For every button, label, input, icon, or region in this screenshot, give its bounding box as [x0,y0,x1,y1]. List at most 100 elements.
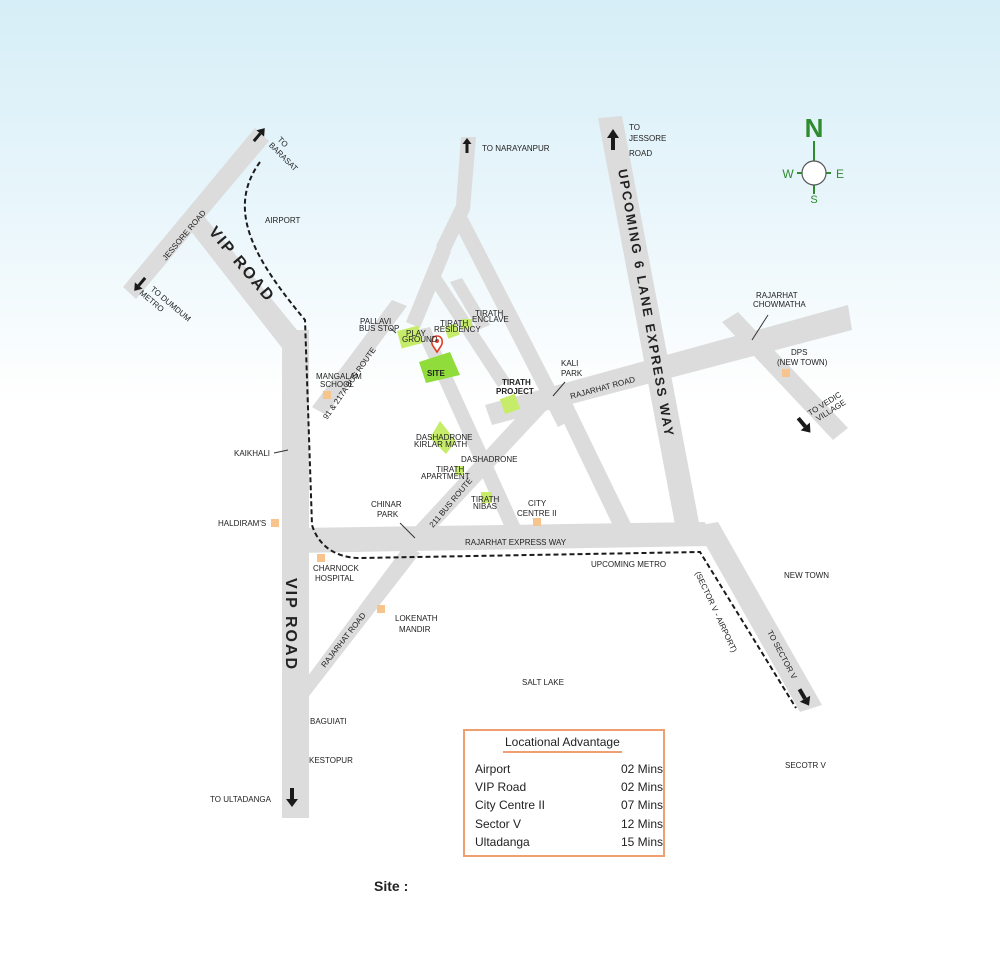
tirath-residency-1: TIRATH [440,319,469,328]
legend-time: 02 Mins [620,780,663,794]
legend-row: VIP Road 02 Mins [475,780,663,794]
rajarhat-expressway [295,522,712,553]
road-to-narayanpur [436,137,476,252]
legend-row: Airport 02 Mins [475,762,663,776]
charnock-2: HOSPITAL [315,574,355,583]
haldirams-marker [271,519,279,527]
charnock-1: CHARNOCK [313,564,359,573]
to-jessore-2: JESSORE [629,134,666,143]
chowmatha-leader [751,314,769,341]
tirath-residency-2: RESIDENCY [434,325,481,334]
chinar-park-1: CHINAR [371,500,402,509]
mangalam-marker [323,391,331,399]
leader-lines [273,314,769,539]
legend-time: 02 Mins [620,762,663,776]
legend-row: Sector V 12 Mins [475,817,663,831]
to-jessore-1: TO [629,123,640,132]
chowmatha-2: CHOWMATHA [753,300,806,309]
arrow-up-icon [252,128,265,143]
to-jessore-3: ROAD [629,149,652,158]
kali-park-2: PARK [561,369,583,378]
kali-park-1: KALI [561,359,578,368]
lokenath-2: MANDIR [399,625,431,634]
legend-row: City Centre II 07 Mins [475,798,663,812]
city-centre-1: CITY [528,499,547,508]
tirath-nibas-block [481,492,492,503]
metro-routes [243,161,797,709]
airport-label: AIRPORT [265,216,301,225]
dashadrone-kirlar-2: KIRLAR MATH [414,440,467,449]
site-label: SITE [427,369,445,378]
legend-place: Sector V [475,817,522,831]
new-town-label: NEW TOWN [784,571,829,580]
tirath-project-block [499,393,521,415]
compass-rose: N W E S [782,113,844,206]
road-211-bus [414,390,556,537]
kali-park-leader [552,381,566,397]
tirath-apartment-1: TIRATH [436,465,465,474]
pallavi-leader [389,327,397,334]
dashadrone-kirlar-1: DASHADRONE [416,433,472,442]
tirath-nibas-1: TIRATH [471,495,500,504]
pallavi-1: PALLAVI [360,317,391,326]
compass-north: N [805,113,824,143]
tirath-enclave-1: TIRATH [475,309,504,318]
mangalam-2: SCHOOL [320,380,354,389]
road-91-217a [312,300,407,415]
to-ultadanga-label: TO ULTADANGA [210,795,272,804]
dps-2: (NEW TOWN) [777,358,828,367]
arrow-down-icon [796,416,811,433]
arrow-down-icon [797,688,811,706]
compass-west: W [782,167,794,181]
compass-south: S [810,194,817,206]
arrow-down-icon [134,276,147,291]
tirath-enclave-block [462,319,472,329]
legend-place: City Centre II [475,798,546,812]
vip-road-south [282,330,309,818]
direction-arrows [134,128,811,807]
airport-metro-route [243,161,797,709]
legend-time: 12 Mins [620,817,663,831]
dps-1: DPS [791,348,807,357]
legend-place: Airport [475,762,511,776]
upcoming-metro-label: UPCOMING METRO [591,560,666,569]
legend-title: Locational Advantage [503,735,622,753]
jessore-road [123,128,269,299]
compass-east: E [836,167,844,181]
lokenath-1: LOKENATH [395,614,438,623]
legend-row: Ultadanga 15 Mins [475,835,663,849]
chinar-park-2: PARK [377,510,399,519]
arrow-up-icon [607,129,619,150]
site-pin-icon [431,335,443,354]
landmarks [271,319,790,613]
charnock-marker [317,554,325,562]
tirath-nibas-2: NIBAS [473,502,497,511]
tirath-residency-block [444,323,460,339]
upcoming-expressway [598,116,700,530]
tirath-apartment-block [455,466,464,475]
kaikhali-leader [273,449,289,454]
pallavi-2: BUS STOP [359,324,399,333]
rajarhat-road-south [296,545,420,700]
dashadrone-label: DASHADRONE [461,455,517,464]
tirath-project-2: PROJECT [496,387,534,396]
city-centre-2: CENTRE II [517,509,557,518]
site-footer-label: Site : [374,878,409,894]
road-enclave-short [450,278,490,330]
tirath-apartment-2: APARTMENT [421,472,470,481]
road-right-diag [548,384,632,532]
rajarhat-expressway-label: RAJARHAT EXPRESS WAY [465,538,567,547]
legend-time: 07 Mins [620,798,663,812]
tirath-project-1: TIRATH [502,378,531,387]
mangalam-1: MANGALAM [316,372,362,381]
chinar-leader [399,522,416,539]
compass-circle [801,160,827,186]
vip-road-north [190,215,297,348]
salt-lake-label: SALT LAKE [522,678,564,687]
vip-road-south-label: VIP ROAD [282,578,299,671]
to-narayanpur-label: TO NARAYANPUR [482,144,550,153]
secotr-v-label: SECOTR V [785,761,827,770]
arrow-up-icon [462,138,472,153]
sector-v-road [695,522,822,712]
